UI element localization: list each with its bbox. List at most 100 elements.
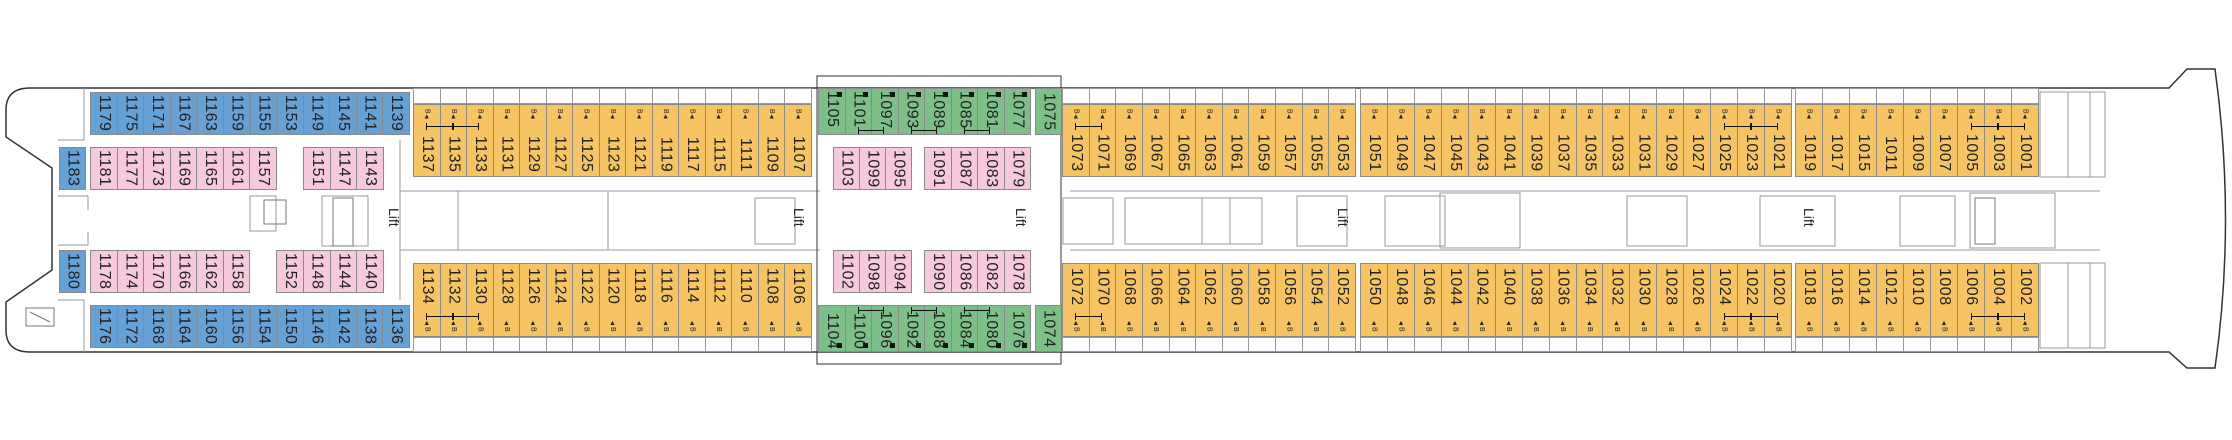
cabin-1110[interactable]: 1110▲B: [731, 263, 759, 337]
cabin-1108[interactable]: 1108▲B: [757, 263, 786, 337]
cabin-1163[interactable]: 1163: [196, 92, 224, 135]
cabin-1100[interactable]: 1100: [844, 305, 872, 352]
cabin-1116[interactable]: 1116▲B: [651, 263, 680, 337]
cabin-1058[interactable]: 1058▲B: [1248, 263, 1277, 337]
cabin-1024[interactable]: 1024▲B: [1710, 263, 1739, 337]
cabin-1096[interactable]: 1096: [871, 305, 899, 352]
cabin-1169[interactable]: 1169: [169, 147, 198, 190]
cabin-1183[interactable]: 1183: [59, 147, 86, 190]
cabin-1158[interactable]: 1158: [222, 250, 250, 293]
cabin-1150[interactable]: 1150: [276, 305, 304, 348]
cabin-1175[interactable]: 1175: [116, 92, 145, 135]
cabin-1148[interactable]: 1148: [302, 250, 331, 293]
cabin-1094[interactable]: 1094: [885, 250, 912, 293]
cabin-1036[interactable]: 1036▲B: [1548, 263, 1577, 337]
cabin-1082[interactable]: 1082: [977, 250, 1005, 293]
cabin-1092[interactable]: 1092: [897, 305, 925, 352]
cabin-1181[interactable]: 1181: [90, 147, 118, 190]
cabin-1012[interactable]: 1012▲B: [1876, 263, 1904, 337]
cabin-1048[interactable]: 1048▲B: [1386, 263, 1415, 337]
cabin-1149[interactable]: 1149: [302, 92, 331, 135]
cabin-1167[interactable]: 1167: [169, 92, 198, 135]
cabin-1020[interactable]: 1020▲B: [1764, 263, 1792, 337]
cabin-1180[interactable]: 1180: [59, 250, 86, 293]
cabin-1112[interactable]: 1112▲B: [704, 263, 733, 337]
cabin-1142[interactable]: 1142: [329, 305, 357, 348]
cabin-1093[interactable]: 1093: [897, 88, 925, 135]
cabin-1136[interactable]: 1136: [382, 305, 410, 348]
cabin-1054[interactable]: 1054▲B: [1301, 263, 1330, 337]
cabin-1174[interactable]: 1174: [116, 250, 144, 293]
cabin-1179[interactable]: 1179: [90, 92, 118, 135]
cabin-1083[interactable]: 1083: [977, 147, 1005, 190]
cabin-1068[interactable]: 1068▲B: [1115, 263, 1143, 337]
cabin-1114[interactable]: 1114▲B: [678, 263, 706, 337]
cabin-1034[interactable]: 1034▲B: [1575, 263, 1604, 337]
cabin-1095[interactable]: 1095: [885, 147, 912, 190]
cabin-1106[interactable]: 1106▲B: [784, 263, 812, 337]
cabin-1014[interactable]: 1014▲B: [1849, 263, 1877, 337]
cabin-1140[interactable]: 1140: [356, 250, 384, 293]
cabin-1091[interactable]: 1091: [924, 147, 952, 190]
cabin-1018[interactable]: 1018▲B: [1795, 263, 1823, 337]
cabin-1070[interactable]: 1070▲B: [1088, 263, 1117, 337]
cabin-1122[interactable]: 1122▲B: [572, 263, 600, 337]
cabin-1155[interactable]: 1155: [249, 92, 278, 135]
cabin-1080[interactable]: 1080: [977, 305, 1005, 352]
cabin-1026[interactable]: 1026▲B: [1683, 263, 1712, 337]
cabin-1165[interactable]: 1165: [196, 147, 224, 190]
cabin-1044[interactable]: 1044▲B: [1440, 263, 1469, 337]
cabin-1162[interactable]: 1162: [196, 250, 224, 293]
cabin-1126[interactable]: 1126▲B: [519, 263, 547, 337]
cabin-1128[interactable]: 1128▲B: [492, 263, 521, 337]
cabin-1152[interactable]: 1152: [276, 250, 304, 293]
cabin-1145[interactable]: 1145: [329, 92, 357, 135]
cabin-1028[interactable]: 1028▲B: [1656, 263, 1685, 337]
cabin-1072[interactable]: 1072▲B: [1062, 263, 1090, 337]
cabin-1171[interactable]: 1171: [143, 92, 171, 135]
cabin-1153[interactable]: 1153: [276, 92, 304, 135]
cabin-1099[interactable]: 1099: [859, 147, 886, 190]
cabin-1056[interactable]: 1056▲B: [1275, 263, 1303, 337]
cabin-1134[interactable]: 1134▲B: [413, 263, 441, 337]
cabin-1022[interactable]: 1022▲B: [1737, 263, 1766, 337]
cabin-1166[interactable]: 1166: [169, 250, 197, 293]
cabin-1105[interactable]: 1105: [818, 88, 846, 135]
cabin-1097[interactable]: 1097: [871, 88, 899, 135]
cabin-1101[interactable]: 1101: [844, 88, 872, 135]
cabin-1090[interactable]: 1090: [924, 250, 952, 293]
cabin-1077[interactable]: 1077: [1003, 88, 1031, 135]
cabin-1104[interactable]: 1104: [818, 305, 846, 352]
